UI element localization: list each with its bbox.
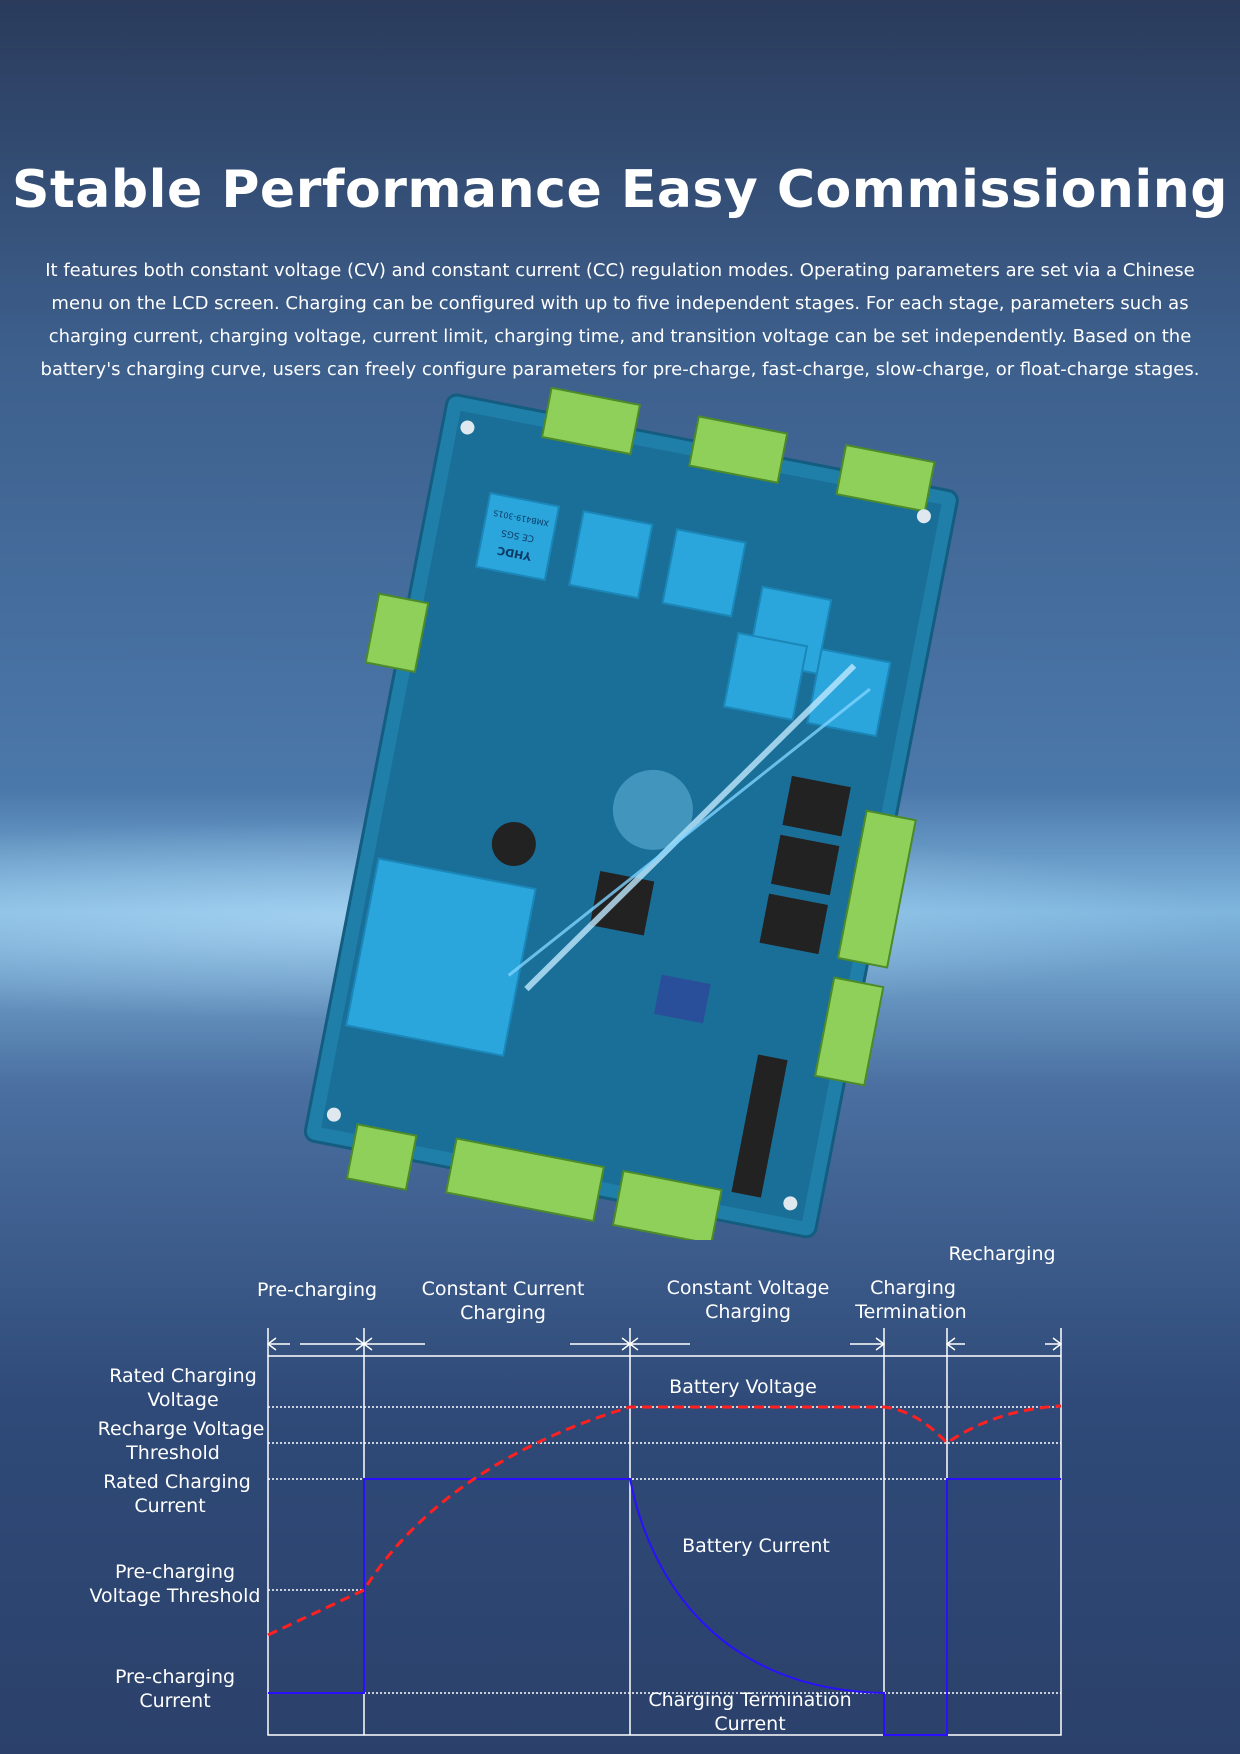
- diagram-grid: [266, 1328, 1063, 1736]
- level-recharge-threshold-1: Recharge Voltage: [98, 1418, 265, 1440]
- phase-pre-charging-label: Pre-charging: [257, 1279, 377, 1301]
- battery-current-label: Battery Current: [682, 1535, 830, 1557]
- level-rated-current-1: Rated Charging: [103, 1471, 251, 1493]
- level-pre-voltage-2: Voltage Threshold: [90, 1585, 261, 1607]
- level-pre-voltage-1: Pre-charging: [115, 1561, 235, 1583]
- page-title: Stable Performance Easy Commissioning: [12, 160, 1228, 220]
- level-rated-voltage-2: Voltage: [147, 1389, 218, 1411]
- level-rated-voltage-1: Rated Charging: [109, 1365, 257, 1387]
- phase-recharging-label: Recharging: [948, 1243, 1055, 1265]
- battery-voltage-curve: [267, 1404, 1062, 1637]
- level-pre-current-2: Current: [139, 1690, 210, 1712]
- battery-voltage-label: Battery Voltage: [669, 1376, 817, 1398]
- level-recharge-threshold-2: Threshold: [125, 1442, 220, 1464]
- phase-termination-label-2: Termination: [854, 1301, 966, 1323]
- level-rated-current-2: Current: [134, 1495, 205, 1517]
- phase-cv-label-2: Charging: [705, 1301, 791, 1323]
- battery-current-curve: [268, 1478, 1061, 1736]
- level-lines: [268, 1406, 1061, 1694]
- description: It features both constant voltage (CV) a…: [40, 260, 1200, 380]
- controller-board-image: YHDC CE SGS XMB419-301S: [303, 386, 959, 1240]
- phase-cc-label-2: Charging: [460, 1302, 546, 1324]
- phase-termination-label-1: Charging: [870, 1277, 956, 1299]
- termination-current-label-1: Charging Termination: [648, 1689, 851, 1711]
- level-pre-current-1: Pre-charging: [115, 1666, 235, 1688]
- phase-cv-label-1: Constant Voltage: [667, 1277, 830, 1299]
- termination-current-label-2: Current: [714, 1713, 785, 1735]
- phase-cc-label-1: Constant Current: [422, 1278, 585, 1300]
